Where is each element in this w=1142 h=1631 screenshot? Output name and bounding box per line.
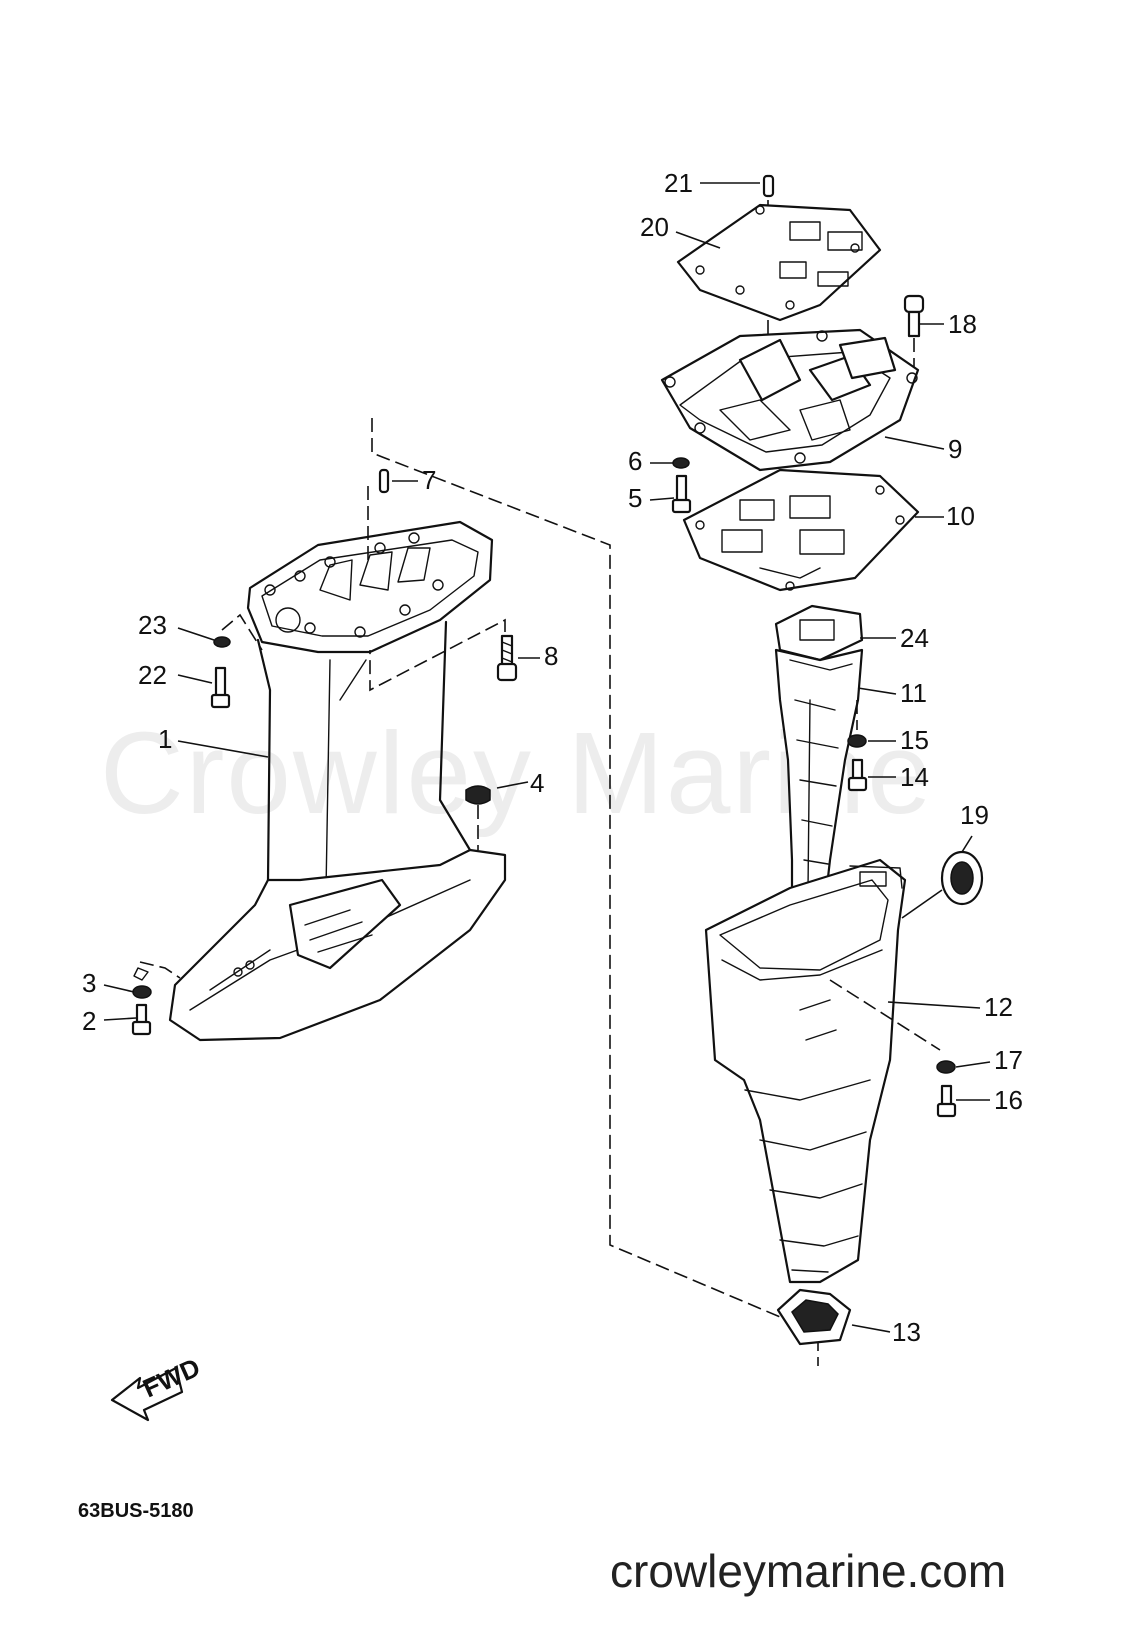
callout-17: 17 xyxy=(994,1045,1023,1075)
plug-part-18 xyxy=(903,294,925,372)
exhaust-manifold-part-11 xyxy=(774,648,864,897)
callout-2: 2 xyxy=(82,1006,96,1036)
callout-9: 9 xyxy=(948,434,962,464)
washer-part-17 xyxy=(936,1060,956,1074)
callout-labels: 1 2 3 4 5 6 7 8 9 10 11 12 13 14 15 16 1… xyxy=(82,168,1023,1347)
callout-23: 23 xyxy=(138,610,167,640)
callout-1: 1 xyxy=(158,724,172,754)
leader-lines xyxy=(103,182,991,1333)
pin-part-21 xyxy=(762,174,775,198)
callout-20: 20 xyxy=(640,212,669,242)
muffler-part-12 xyxy=(704,858,907,1284)
gasket-part-20 xyxy=(676,203,882,322)
callout-16: 16 xyxy=(994,1085,1023,1115)
callout-21: 21 xyxy=(664,168,693,198)
callout-14: 14 xyxy=(900,762,929,792)
dowel-pin-part-7 xyxy=(378,468,390,494)
callout-8: 8 xyxy=(544,641,558,671)
callout-3: 3 xyxy=(82,968,96,998)
callout-24: 24 xyxy=(900,623,929,653)
callout-6: 6 xyxy=(628,446,642,476)
washer-part-15 xyxy=(847,734,867,748)
site-footer: crowleymarine.com xyxy=(610,1545,1007,1597)
seal-part-13 xyxy=(776,1288,852,1346)
callout-12: 12 xyxy=(984,992,1013,1022)
callout-4: 4 xyxy=(530,768,544,798)
callout-22: 22 xyxy=(138,660,167,690)
callout-10: 10 xyxy=(946,501,975,531)
upper-casing xyxy=(168,480,507,1042)
callout-15: 15 xyxy=(900,725,929,755)
callout-19: 19 xyxy=(960,800,989,830)
washer-part-6 xyxy=(672,457,690,469)
exhaust-guide-part-9 xyxy=(660,328,920,472)
diagram-code: 63BUS-5180 xyxy=(78,1500,194,1522)
callout-18: 18 xyxy=(948,309,977,339)
seal-part-19 xyxy=(940,850,984,906)
callout-7: 7 xyxy=(422,465,436,495)
grommet-part-4 xyxy=(465,785,491,805)
forward-arrow: FWD xyxy=(110,1352,205,1422)
bolt-part-5 xyxy=(675,474,688,504)
callout-13: 13 xyxy=(892,1317,921,1347)
callout-5: 5 xyxy=(628,483,642,513)
washer-part-23 xyxy=(213,636,231,648)
bolt-part-8 xyxy=(496,634,518,682)
gasket-part-10 xyxy=(682,468,920,592)
washer-part-3 xyxy=(132,985,152,999)
callout-11: 11 xyxy=(900,678,927,708)
